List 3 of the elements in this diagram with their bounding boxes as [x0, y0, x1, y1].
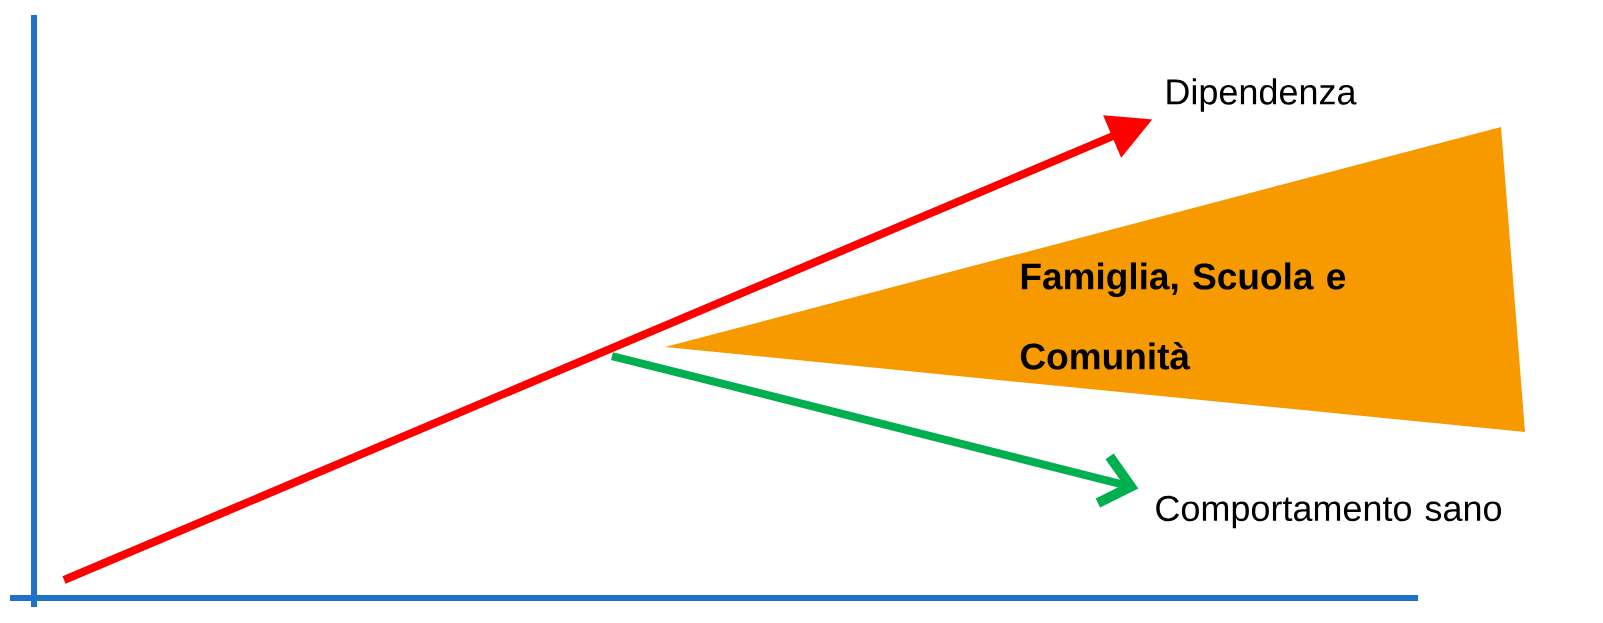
- label-text: Comportamento sano: [1156, 495, 1501, 529]
- label-text: Dipendenza: [1167, 78, 1357, 112]
- arrow: [611, 352, 1139, 508]
